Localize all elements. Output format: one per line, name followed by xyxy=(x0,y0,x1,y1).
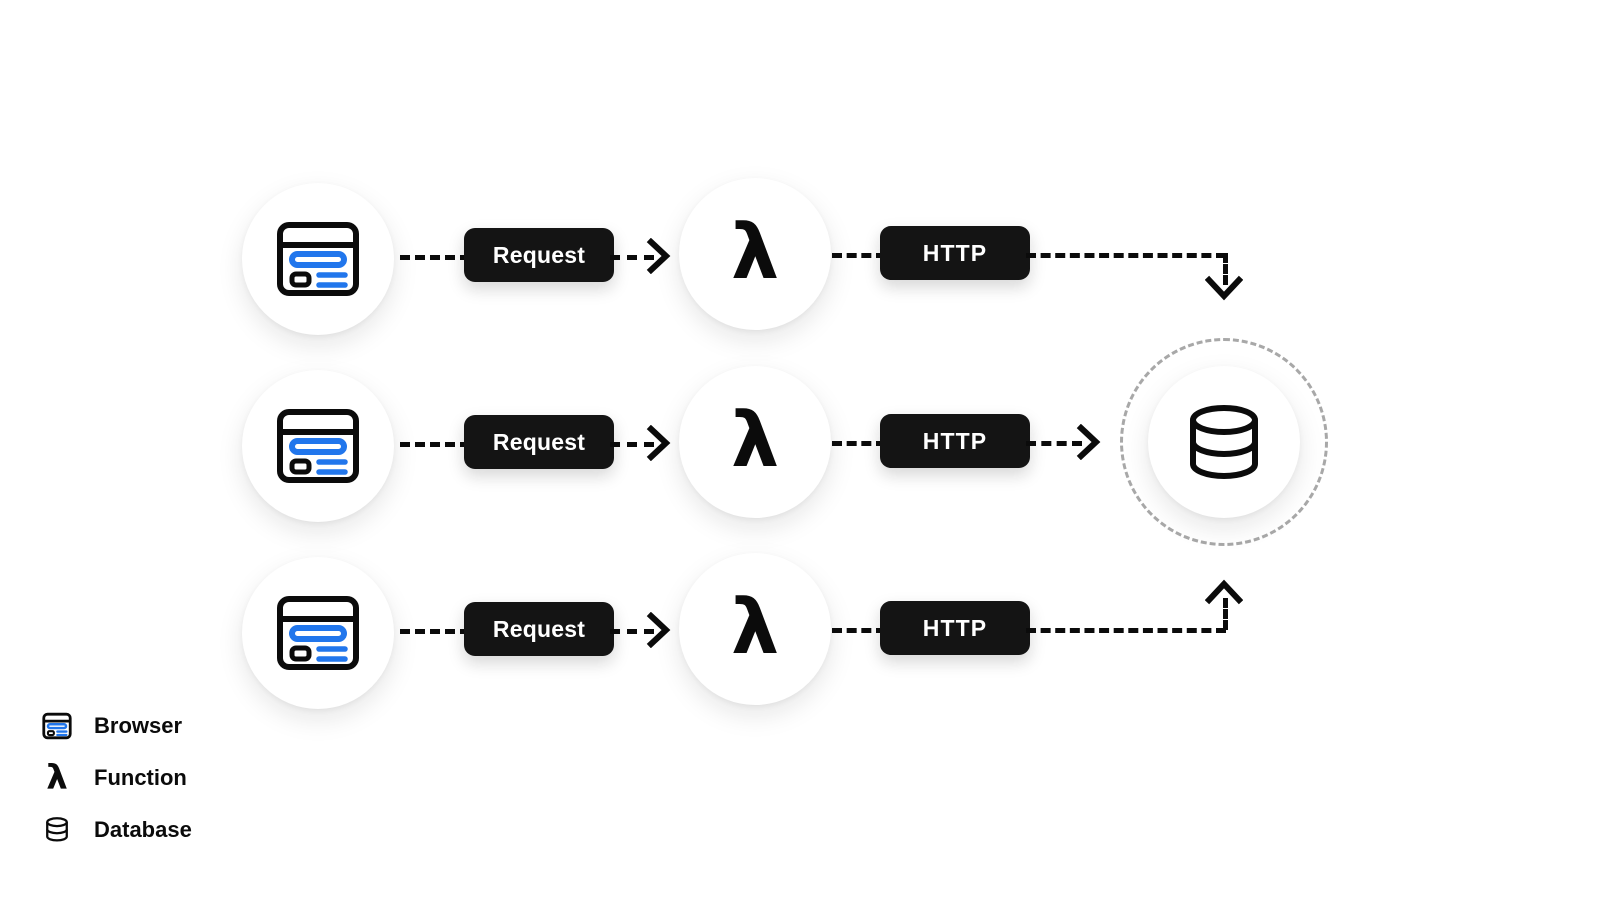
browser-node-3[interactable] xyxy=(242,557,394,709)
connector-http-to-db-1-vertical xyxy=(1223,253,1228,285)
browser-icon xyxy=(277,222,359,296)
browser-icon xyxy=(277,596,359,670)
lambda-icon: λ xyxy=(730,395,780,484)
connector-request-to-lambda-3 xyxy=(610,629,654,634)
browser-node-2[interactable] xyxy=(242,370,394,522)
database-icon xyxy=(1190,405,1258,479)
function-node-2[interactable]: λ xyxy=(679,366,831,518)
legend-label-function: Function xyxy=(94,765,187,790)
arrowhead-up-1 xyxy=(1205,579,1243,605)
request-label-1[interactable]: Request xyxy=(464,228,614,282)
legend-item-database: Database xyxy=(40,804,360,856)
browser-icon xyxy=(277,409,359,483)
function-node-3[interactable]: λ xyxy=(679,553,831,705)
legend-item-function: λ Function xyxy=(40,752,360,804)
legend-label-browser: Browser xyxy=(94,713,183,738)
browser-icon xyxy=(40,709,74,743)
connector-lambda-to-http-3 xyxy=(832,628,886,633)
arrowhead-down-1 xyxy=(1205,275,1243,301)
arrowhead-right-2 xyxy=(646,425,671,461)
arrowhead-right-1 xyxy=(646,238,671,274)
connector-http-to-db-3-vertical xyxy=(1223,598,1228,630)
request-label-2[interactable]: Request xyxy=(464,415,614,469)
connector-http-to-db-2 xyxy=(1026,441,1082,446)
lambda-icon: λ xyxy=(46,758,68,798)
lambda-icon: λ xyxy=(730,207,780,296)
arrowhead-right-3 xyxy=(1076,424,1101,460)
connector-browser-to-request-2 xyxy=(400,442,470,447)
connector-browser-to-request-3 xyxy=(400,629,470,634)
lambda-icon: λ xyxy=(730,582,780,671)
connector-lambda-to-http-1 xyxy=(832,253,886,258)
http-label-3[interactable]: HTTP xyxy=(880,601,1030,655)
connector-request-to-lambda-2 xyxy=(610,442,654,447)
connector-browser-to-request-1 xyxy=(400,255,470,260)
database-node[interactable] xyxy=(1148,366,1300,518)
browser-node-1[interactable] xyxy=(242,183,394,335)
function-node-1[interactable]: λ xyxy=(679,178,831,330)
request-label-3[interactable]: Request xyxy=(464,602,614,656)
http-label-2[interactable]: HTTP xyxy=(880,414,1030,468)
database-icon xyxy=(40,813,74,847)
legend: Browser λ Function Database xyxy=(40,700,360,856)
http-label-1[interactable]: HTTP xyxy=(880,226,1030,280)
legend-item-browser: Browser xyxy=(40,700,360,752)
connector-http-to-db-3 xyxy=(1026,628,1226,633)
connector-request-to-lambda-1 xyxy=(610,255,654,260)
database-ring xyxy=(1120,338,1328,546)
connector-http-to-db-1 xyxy=(1026,253,1226,258)
arrowhead-right-4 xyxy=(646,612,671,648)
connector-lambda-to-http-2 xyxy=(832,441,886,446)
legend-label-database: Database xyxy=(94,817,192,842)
